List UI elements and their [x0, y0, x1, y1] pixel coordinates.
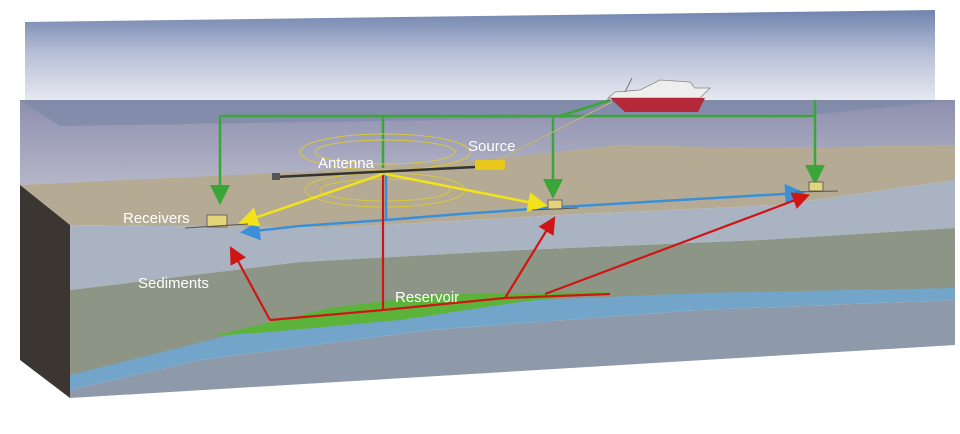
block-side-face — [20, 185, 70, 398]
vessel-cable-lines — [210, 98, 825, 205]
sediment-layer-upper — [70, 180, 955, 290]
receiver-middle — [531, 199, 579, 211]
receiver-right — [794, 181, 839, 193]
basement-layer — [70, 300, 955, 398]
seabed-guided-path — [240, 175, 388, 241]
reservoir-paths — [229, 175, 811, 322]
antenna-cable — [274, 164, 496, 179]
reservoir-body — [212, 292, 610, 336]
antenna-end — [272, 173, 280, 180]
sea-surface — [20, 100, 955, 126]
label-sediments: Sediments — [138, 275, 209, 292]
seabed-surface — [20, 145, 955, 228]
blue-layer — [70, 288, 955, 390]
receiver-left — [184, 214, 249, 229]
seabed-guided-path-right — [385, 183, 805, 222]
sky-backdrop — [25, 10, 935, 100]
label-antenna: Antenna — [318, 155, 375, 172]
label-receivers: Receivers — [123, 210, 190, 227]
tow-cable — [497, 101, 613, 161]
survey-vessel — [606, 77, 711, 112]
label-source: Source — [468, 138, 516, 155]
label-reservoir: Reservoir — [395, 289, 459, 306]
direct-field-arrow-left — [238, 172, 384, 227]
direct-field-arrow-right — [384, 172, 548, 212]
source-unit — [475, 160, 505, 170]
